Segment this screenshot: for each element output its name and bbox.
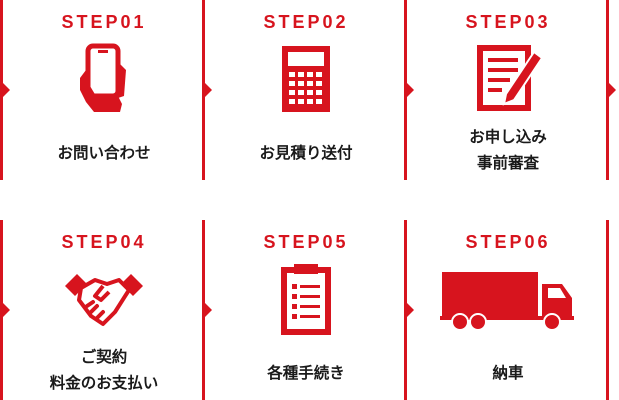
arrow-icon bbox=[609, 83, 616, 97]
arrow-icon bbox=[407, 83, 414, 97]
arrow-icon bbox=[205, 303, 212, 317]
step-title: 事前審査 bbox=[476, 154, 539, 172]
step-title: 納車 bbox=[492, 364, 524, 382]
step-title: お申し込み bbox=[469, 128, 547, 146]
step-card-1: STEP01 お問い合わせ bbox=[3, 0, 205, 180]
step-card-2: STEP02 お見積り送付 bbox=[205, 0, 407, 180]
step-divider bbox=[404, 0, 407, 180]
document-pen-icon bbox=[407, 42, 609, 114]
step-card-4: STEP04 ご契約 料金のお支払い bbox=[3, 220, 205, 400]
step-title: 各種手続き bbox=[267, 364, 345, 382]
step-card-3: STEP03 お申し込み 事前審査 bbox=[407, 0, 609, 180]
arrow-icon bbox=[3, 83, 10, 97]
step-label: STEP01 bbox=[61, 12, 147, 32]
handshake-icon bbox=[3, 262, 205, 334]
step-divider bbox=[404, 220, 407, 400]
step-label: STEP06 bbox=[465, 232, 551, 252]
step-card-5: STEP05 各種手続き bbox=[205, 220, 407, 400]
arrow-icon bbox=[407, 303, 414, 317]
step-label: STEP04 bbox=[61, 232, 147, 252]
smartphone-icon bbox=[3, 42, 205, 114]
step-divider bbox=[0, 220, 3, 400]
step-title: 料金のお支払い bbox=[49, 374, 159, 392]
step-divider bbox=[202, 0, 205, 180]
step-title: お見積り送付 bbox=[259, 144, 353, 162]
step-card-6: STEP06 納車 bbox=[407, 220, 609, 400]
step-title: ご契約 bbox=[80, 348, 128, 366]
step-divider bbox=[606, 0, 609, 180]
truck-icon bbox=[407, 262, 609, 334]
arrow-icon bbox=[3, 303, 10, 317]
step-label: STEP05 bbox=[263, 232, 349, 252]
step-label: STEP03 bbox=[465, 12, 551, 32]
step-label: STEP02 bbox=[263, 12, 349, 32]
step-divider bbox=[0, 0, 3, 180]
arrow-icon bbox=[205, 83, 212, 97]
calculator-icon bbox=[205, 42, 407, 114]
step-divider bbox=[606, 220, 609, 400]
clipboard-icon bbox=[205, 262, 407, 335]
step-title: お問い合わせ bbox=[57, 144, 151, 162]
step-divider bbox=[202, 220, 205, 400]
